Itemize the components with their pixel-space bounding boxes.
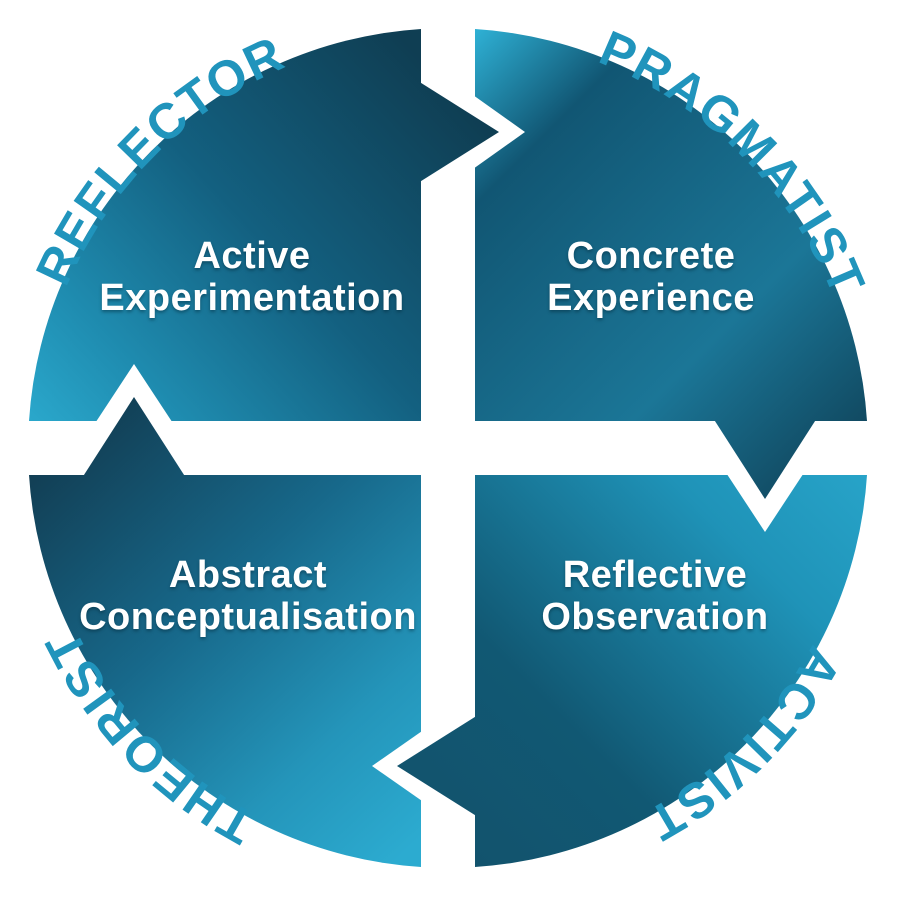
quadrant-active-experimentation — [29, 29, 421, 421]
arrow-active-to-concrete — [418, 81, 499, 183]
arrow-concrete-to-reflective — [713, 418, 817, 499]
quadrant-concrete-experience — [475, 29, 867, 421]
label-abstract-conceptualisation-line1: Abstract — [169, 554, 327, 596]
label-concrete-experience-line2: Experience — [547, 277, 755, 319]
inner-labels: Active Experimentation Concrete Experien… — [79, 235, 768, 638]
quadrant-reflective-observation — [475, 475, 867, 867]
label-active-experimentation-line1: Active — [193, 235, 310, 277]
arrow-abstract-to-active — [82, 397, 186, 478]
label-abstract-conceptualisation-line2: Conceptualisation — [79, 596, 417, 638]
quadrant-abstract-conceptualisation — [29, 475, 421, 867]
label-reflective-observation-line1: Reflective — [563, 554, 748, 596]
label-active-experimentation-line2: Experimentation — [99, 277, 404, 319]
arrow-reflective-to-abstract — [397, 715, 478, 817]
label-reflective-observation-line2: Observation — [541, 596, 768, 638]
label-concrete-experience-line1: Concrete — [567, 235, 736, 277]
